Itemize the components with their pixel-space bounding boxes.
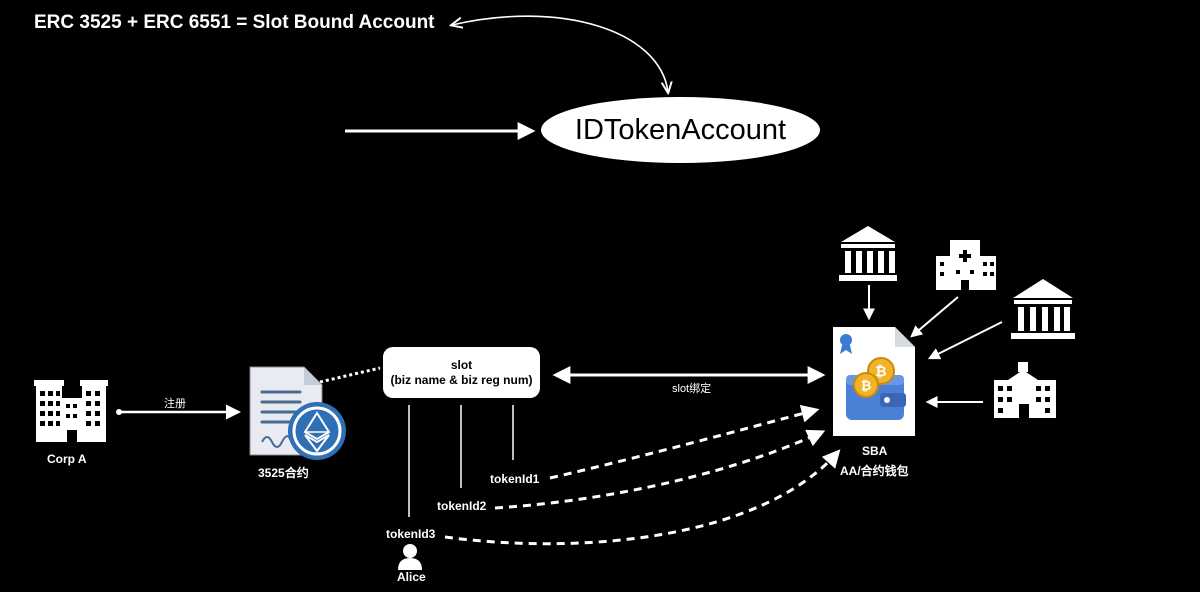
idtokenaccount-label: IDTokenAccount <box>574 113 787 146</box>
office-building-icon <box>34 380 108 442</box>
idtokenaccount-node: IDTokenAccount <box>541 97 820 163</box>
diagram-title: ERC 3525 + ERC 6551 = Slot Bound Account <box>34 12 435 33</box>
token2-label: tokenId2 <box>437 499 487 513</box>
hospital-icon <box>936 240 996 290</box>
token2-arrow <box>494 429 826 510</box>
sba-label: SBA <box>862 444 888 458</box>
ethereum-contract-document-icon <box>249 366 346 460</box>
slot-label: slot <box>450 357 473 372</box>
crypto-wallet-document-icon: ₿ ₿ <box>833 327 915 436</box>
slot-box: slot (biz name & biz reg num) <box>383 347 540 398</box>
slot-detail: (biz name & biz reg num) <box>390 372 533 387</box>
hospital-arrow <box>910 296 959 338</box>
corp-label: Corp A <box>47 452 87 466</box>
token1-arrow <box>549 404 820 480</box>
bank2-arrow <box>927 321 1003 360</box>
contract-label: 3525合约 <box>258 466 309 480</box>
token3-arrow <box>444 449 841 546</box>
register-label: 注册 <box>164 398 186 410</box>
contract-slot-dotted-line <box>319 366 381 384</box>
bank-icon <box>839 226 897 281</box>
slot-binding-label: slot绑定 <box>672 383 712 395</box>
person-icon <box>398 544 422 570</box>
token1-label: tokenId1 <box>490 472 540 486</box>
svg-text:₿: ₿ <box>861 378 872 393</box>
bank-icon <box>1011 279 1075 339</box>
school-building-icon <box>994 362 1056 418</box>
token3-label: tokenId3 <box>386 527 436 541</box>
title-curve-arrow <box>452 15 668 92</box>
svg-text:₿: ₿ <box>875 363 886 379</box>
sba-sub-label: AA/合约钱包 <box>840 464 909 478</box>
alice-label: Alice <box>397 570 426 584</box>
